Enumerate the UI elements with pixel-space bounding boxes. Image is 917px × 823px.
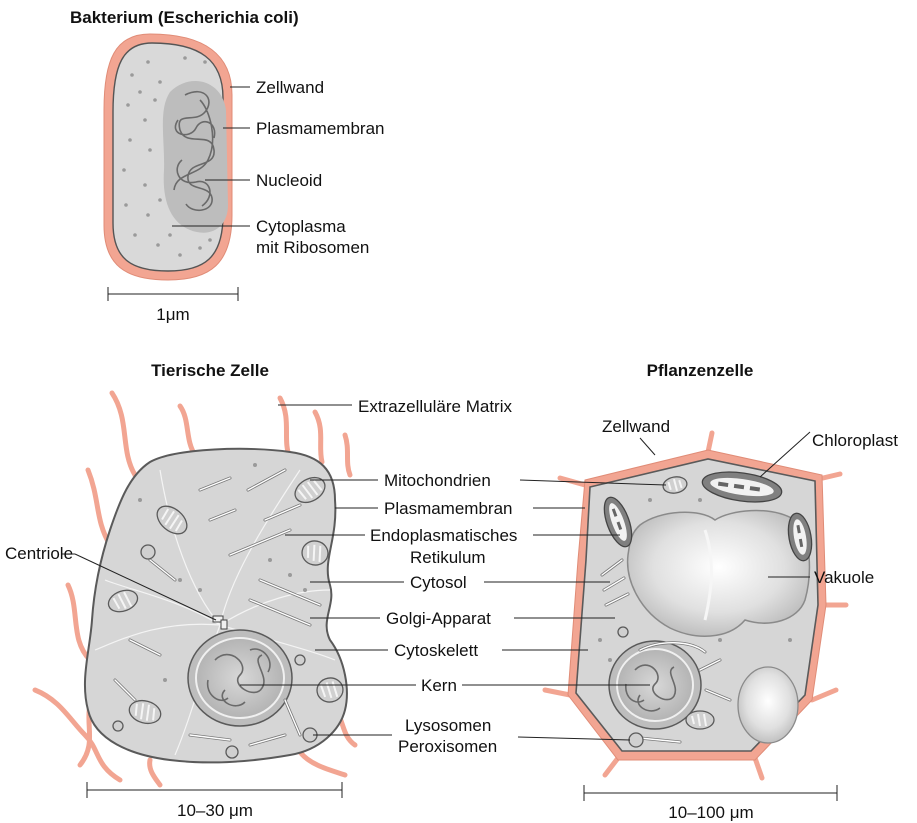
bacterium-scale-bar xyxy=(108,287,238,301)
plant-vacuole xyxy=(628,511,810,637)
bacterium-label-cytoplasma: Cytoplasma xyxy=(256,217,346,236)
animal-label-golgi: Golgi-Apparat xyxy=(386,609,491,628)
bacterium-label-nucleoid: Nucleoid xyxy=(256,171,322,190)
plant-scale-bar xyxy=(584,785,837,801)
bacterium-label-plasmamembran: Plasmamembran xyxy=(256,119,385,138)
animal-cell-group: Tierische Zelle xyxy=(5,361,517,820)
bacterium-title: Bakterium (Escherichia coli) xyxy=(70,8,299,27)
animal-label-ecm: Extrazelluläre Matrix xyxy=(358,397,512,416)
plant-vacuole-small xyxy=(738,667,798,743)
animal-label-plasmamembran: Plasmamembran xyxy=(384,499,513,518)
animal-label-mitochondrien: Mitochondrien xyxy=(384,471,491,490)
plant-label-chloroplast: Chloroplast xyxy=(812,431,898,450)
plant-label-zellwand: Zellwand xyxy=(602,417,670,436)
bacterium-group: Bakterium (Escherichia coli) Zellwand xyxy=(70,8,385,324)
bacterium-scale-label: 1μm xyxy=(156,305,189,324)
animal-label-retikulum: Retikulum xyxy=(410,548,486,567)
bacterium-label-zellwand: Zellwand xyxy=(256,78,324,97)
plant-cell-group: Pflanzenzelle xyxy=(462,361,898,822)
animal-label-centriole: Centriole xyxy=(5,544,73,563)
animal-nucleus xyxy=(188,630,292,726)
animal-scale-label: 10–30 μm xyxy=(177,801,253,820)
plant-title: Pflanzenzelle xyxy=(647,361,754,380)
animal-label-lysosomen: Lysosomen xyxy=(405,716,491,735)
animal-label-kern: Kern xyxy=(421,676,457,695)
plant-scale-label: 10–100 μm xyxy=(668,803,753,822)
animal-label-er: Endoplasmatisches xyxy=(370,526,517,545)
plant-label-vakuole: Vakuole xyxy=(814,568,874,587)
animal-scale-bar xyxy=(87,782,342,798)
animal-label-peroxisomen: Peroxisomen xyxy=(398,737,497,756)
animal-label-cytosol: Cytosol xyxy=(410,573,467,592)
animal-title: Tierische Zelle xyxy=(151,361,269,380)
animal-label-cytoskelett: Cytoskelett xyxy=(394,641,478,660)
bacterium-label-ribosomen: mit Ribosomen xyxy=(256,238,369,257)
